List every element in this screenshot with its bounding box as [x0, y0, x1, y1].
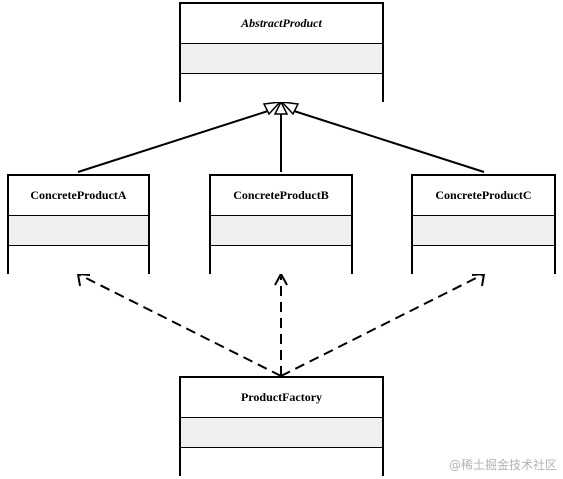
dependency-line-a — [77, 273, 282, 377]
class-operations-compartment — [9, 246, 148, 274]
class-name: ConcreteProductB — [211, 176, 351, 216]
class-product-factory[interactable]: ProductFactory — [179, 376, 384, 476]
class-attributes-compartment — [9, 216, 148, 246]
dependency-arrowhead-c — [471, 272, 486, 287]
class-concrete-product-a[interactable]: ConcreteProductA — [7, 174, 150, 274]
class-attributes-compartment — [211, 216, 351, 246]
class-attributes-compartment — [181, 418, 382, 448]
class-operations-compartment — [181, 74, 382, 102]
dependency-line-c — [280, 273, 485, 377]
class-concrete-product-c[interactable]: ConcreteProductC — [411, 174, 556, 274]
class-name: AbstractProduct — [181, 4, 382, 44]
class-concrete-product-b[interactable]: ConcreteProductB — [209, 174, 353, 274]
generalization-arrowhead-a — [262, 101, 282, 116]
class-name: ConcreteProductA — [9, 176, 148, 216]
class-operations-compartment — [181, 448, 382, 476]
class-name: ProductFactory — [181, 378, 382, 418]
generalization-line-c — [293, 110, 485, 173]
class-attributes-compartment — [413, 216, 554, 246]
class-operations-compartment — [413, 246, 554, 274]
class-operations-compartment — [211, 246, 351, 274]
class-attributes-compartment — [181, 44, 382, 74]
watermark: @稀土掘金技术社区 — [448, 458, 557, 472]
generalization-line-a — [77, 110, 269, 173]
generalization-arrowhead-c — [280, 101, 300, 116]
dependency-arrowhead-b — [274, 271, 288, 286]
class-name: ConcreteProductC — [413, 176, 554, 216]
dependency-arrowhead-a — [76, 272, 91, 287]
generalization-arrowhead-b — [273, 100, 289, 115]
class-abstract-product[interactable]: AbstractProduct — [179, 2, 384, 102]
